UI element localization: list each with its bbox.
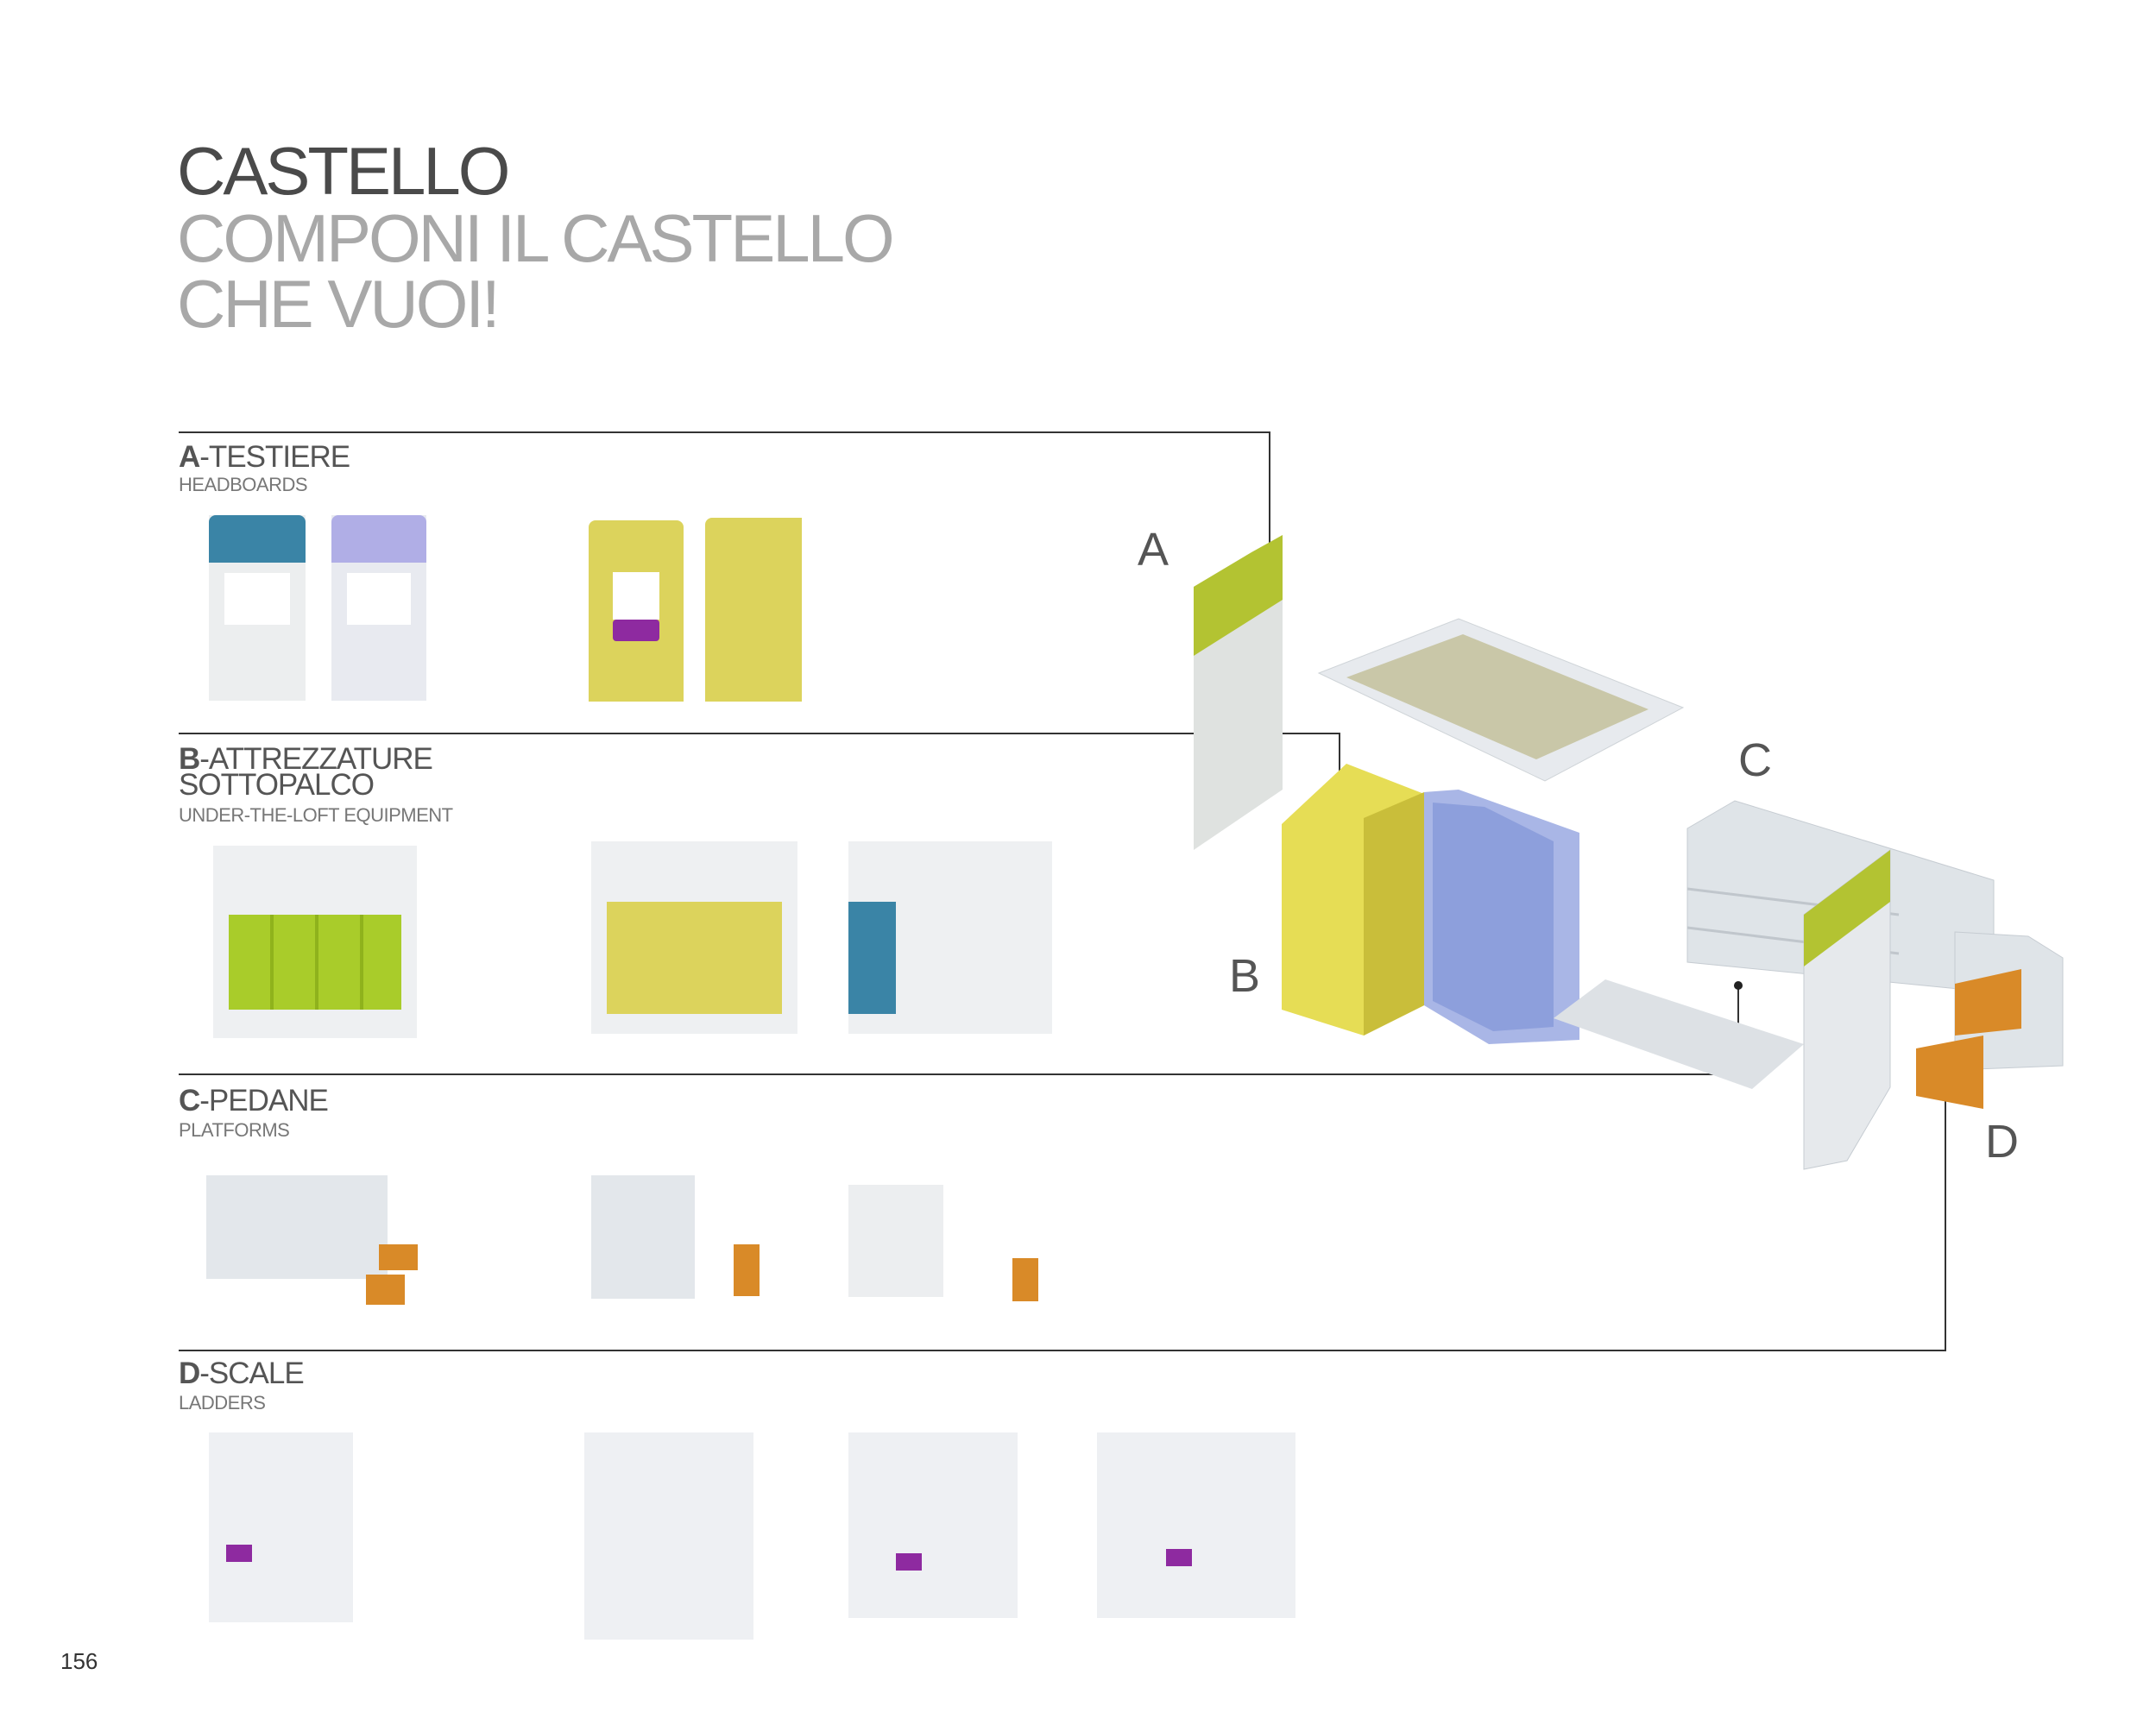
platform-long-thumb <box>206 1175 431 1309</box>
loft-teal-desk-thumb <box>848 841 1052 1034</box>
lilac-bookcase <box>1424 790 1579 1044</box>
slatted-bed-base <box>1317 618 1685 782</box>
headboard-lilac-thumb <box>331 515 426 701</box>
section-d-subtitle: LADDERS <box>179 1392 266 1413</box>
section-b-title-line2: SOTTOPALCO <box>179 768 375 802</box>
page-number: 156 <box>60 1648 98 1674</box>
yellow-wardrobe <box>1282 764 1424 1036</box>
headboard-teal-thumb <box>209 515 306 701</box>
page-title: CASTELLO <box>177 133 510 209</box>
section-c-subtitle: PLATFORMS <box>179 1119 290 1141</box>
section-a-subtitle: HEADBOARDS <box>179 474 308 495</box>
section-c-title: C-PEDANE <box>179 1084 329 1117</box>
ladder-straight-thumb <box>209 1432 353 1622</box>
ladder-stair-compact-thumb <box>848 1432 1018 1618</box>
headboard-yellow-window-thumb <box>589 520 684 702</box>
headboard-yellow-side-thumb <box>705 518 802 702</box>
headboard-panel <box>1194 535 1283 850</box>
section-d-title: D-SCALE <box>179 1357 305 1390</box>
ladder-stair-wide-thumb <box>1097 1432 1295 1618</box>
callout-c: C <box>1738 734 1772 786</box>
callout-a: A <box>1138 524 1169 576</box>
connector-a <box>179 431 1270 565</box>
callout-b: B <box>1229 950 1261 1002</box>
platform-step-thumb <box>591 1175 770 1299</box>
page-subtitle-line2: CHE VUOI! <box>177 266 501 342</box>
platform-shelving <box>1686 800 2064 1170</box>
ladder-stair-thumb <box>584 1432 753 1640</box>
callout-d: D <box>1985 1116 2019 1168</box>
gray-desk-plank <box>1554 979 1804 1089</box>
loft-green-shelves-thumb <box>213 846 417 1038</box>
orange-drawer-lower <box>1916 1036 1983 1109</box>
section-a-title: A-TESTIERE <box>179 440 350 474</box>
platform-desk-thumb <box>848 1185 1043 1308</box>
section-b-subtitle: UNDER-THE-LOFT EQUIPMENT <box>179 804 453 826</box>
connector-lines <box>179 431 1946 1351</box>
section-b-title: B-ATTREZZATURE <box>179 742 433 776</box>
connector-d <box>179 1077 1946 1351</box>
orange-drawer-upper <box>1955 969 2021 1036</box>
loft-yellow-cabinet-thumb <box>591 841 797 1034</box>
page-subtitle-line1: COMPONI IL CASTELLO <box>177 200 895 276</box>
